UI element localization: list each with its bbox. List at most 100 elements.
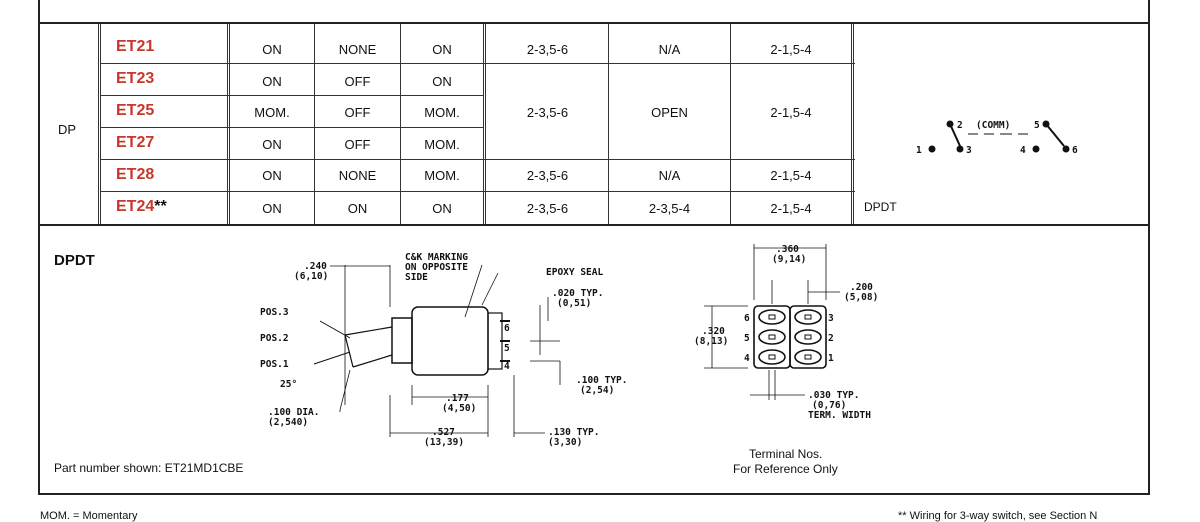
dim-label: (0,76) bbox=[812, 400, 846, 411]
position-2-value: ON bbox=[347, 201, 368, 216]
position-3-value: ON bbox=[432, 74, 452, 89]
dim-label: .320 bbox=[702, 326, 725, 337]
schematic-type-label: DPDT bbox=[864, 200, 897, 214]
position-2-value: OFF bbox=[344, 74, 371, 89]
dim-label: .200 bbox=[850, 282, 873, 293]
dim-label: (2,540) bbox=[268, 417, 308, 428]
col-divider bbox=[314, 24, 315, 224]
connection-value: 2-3,5-6 bbox=[526, 105, 569, 120]
connection-value: 2-3,5-6 bbox=[526, 168, 569, 183]
col-divider bbox=[400, 24, 401, 224]
terminal-caption: Terminal Nos. bbox=[749, 447, 823, 461]
dim-label: .100 DIA. bbox=[268, 407, 319, 418]
dim-label: TERM. WIDTH bbox=[808, 410, 871, 421]
switch-dimension-drawing: .240 (6,10) C&K MARKING ON OPPOSITE SIDE… bbox=[260, 252, 627, 448]
col-divider bbox=[98, 24, 101, 224]
dpdt-schematic: 1 2 (COMM) 3 4 5 6 bbox=[916, 120, 1078, 156]
terminal-number: 4 bbox=[744, 353, 750, 364]
dim-label: .177 bbox=[446, 393, 469, 404]
connection-value: 2-1,5-4 bbox=[770, 168, 812, 183]
dim-label: .360 bbox=[776, 244, 799, 255]
dim-label: .130 TYP. bbox=[548, 427, 599, 438]
dim-label: (13,39) bbox=[424, 437, 464, 448]
terminal-number: 1 bbox=[828, 353, 834, 364]
col-divider bbox=[851, 24, 854, 224]
dim-label: (4,50) bbox=[442, 403, 476, 414]
part-number: ET21 bbox=[116, 38, 155, 55]
terminal-caption: For Reference Only bbox=[733, 462, 838, 476]
position-3-value: ON bbox=[432, 42, 452, 57]
part-number: ET24 bbox=[116, 198, 155, 215]
row-divider bbox=[100, 127, 484, 128]
marking-note: C&K MARKING bbox=[405, 252, 468, 263]
dim-label: (9,14) bbox=[772, 254, 806, 265]
wiring-note-marker: ** bbox=[154, 198, 167, 215]
terminal-label: 3 bbox=[966, 145, 972, 156]
epoxy-note: EPOXY SEAL bbox=[546, 267, 603, 278]
terminal-number: 5 bbox=[744, 333, 750, 344]
dim-label: .240 bbox=[304, 261, 327, 272]
terminal-layout-drawing: .360 (9,14) .200 (5,08) .320 (8,13) .030… bbox=[694, 244, 878, 421]
connection-value: 2-1,5-4 bbox=[770, 105, 812, 120]
position-1-value: ON bbox=[262, 201, 282, 216]
connection-value: N/A bbox=[658, 42, 681, 57]
terminal-number: 2 bbox=[828, 333, 834, 344]
dim-label: (5,08) bbox=[844, 292, 878, 303]
footer-note-left: MOM. = Momentary bbox=[40, 510, 138, 522]
dim-label: (6,10) bbox=[294, 271, 328, 282]
row-divider bbox=[100, 95, 484, 96]
connection-value: 2-3,5-6 bbox=[526, 42, 569, 57]
connection-value: 2-1,5-4 bbox=[770, 42, 812, 57]
pole-label: DP bbox=[58, 122, 77, 137]
position-3-value: MOM. bbox=[424, 137, 460, 152]
col-divider bbox=[730, 24, 731, 224]
marking-note: ON OPPOSITE bbox=[405, 262, 468, 273]
terminal-number: 3 bbox=[828, 313, 834, 324]
terminal-label: 2 bbox=[957, 120, 963, 131]
row-divider bbox=[100, 191, 855, 192]
connection-value: 2-1,5-4 bbox=[770, 201, 812, 216]
marking-note: SIDE bbox=[405, 272, 428, 283]
connection-value: 2-3,5-4 bbox=[648, 201, 691, 216]
position-label: POS.2 bbox=[260, 333, 289, 344]
connection-value: N/A bbox=[658, 168, 681, 183]
position-2-value: OFF bbox=[344, 137, 371, 152]
part-shown-caption: Part number shown: ET21MD1CBE bbox=[54, 461, 244, 475]
part-number: ET28 bbox=[116, 166, 155, 183]
dim-label: (2,54) bbox=[580, 385, 614, 396]
connection-value: OPEN bbox=[651, 105, 688, 120]
dim-label: (8,13) bbox=[694, 336, 728, 347]
position-label: POS.1 bbox=[260, 359, 289, 370]
position-2-value: NONE bbox=[338, 42, 377, 57]
position-1-value: ON bbox=[262, 168, 282, 183]
terminal-label: 6 bbox=[1072, 145, 1078, 156]
position-1-value: ON bbox=[262, 42, 282, 57]
spec-table-frame bbox=[38, 0, 1150, 495]
terminal-label: 1 bbox=[916, 145, 922, 156]
connection-value: 2-3,5-6 bbox=[526, 201, 569, 216]
terminal-number: 6 bbox=[744, 313, 750, 324]
table-top-border bbox=[38, 22, 1150, 24]
dim-label: .100 TYP. bbox=[576, 375, 627, 386]
position-2-value: NONE bbox=[338, 168, 377, 183]
terminal-label: 4 bbox=[1020, 145, 1026, 156]
dim-label: .030 TYP. bbox=[808, 390, 859, 401]
part-number-row: ET24** bbox=[116, 198, 167, 216]
part-number: ET25 bbox=[116, 102, 155, 119]
dim-label: (3,30) bbox=[548, 437, 582, 448]
position-3-value: MOM. bbox=[424, 168, 460, 183]
part-number: ET27 bbox=[116, 134, 155, 151]
row-divider bbox=[38, 224, 1150, 226]
dim-label: .527 bbox=[432, 427, 455, 438]
position-label: POS.3 bbox=[260, 307, 289, 318]
dim-label: .020 TYP. bbox=[552, 288, 603, 299]
position-3-value: MOM. bbox=[424, 105, 460, 120]
drawing-title: DPDT bbox=[54, 252, 95, 269]
footer-note-right: ** Wiring for 3-way switch, see Section … bbox=[898, 510, 1098, 522]
position-1-value: MOM. bbox=[254, 105, 290, 120]
terminal-label: 5 bbox=[1034, 120, 1040, 131]
position-1-value: ON bbox=[262, 74, 282, 89]
terminal-number: 6 bbox=[504, 323, 510, 334]
comm-label: (COMM) bbox=[976, 120, 1010, 131]
position-2-value: OFF bbox=[344, 105, 371, 120]
